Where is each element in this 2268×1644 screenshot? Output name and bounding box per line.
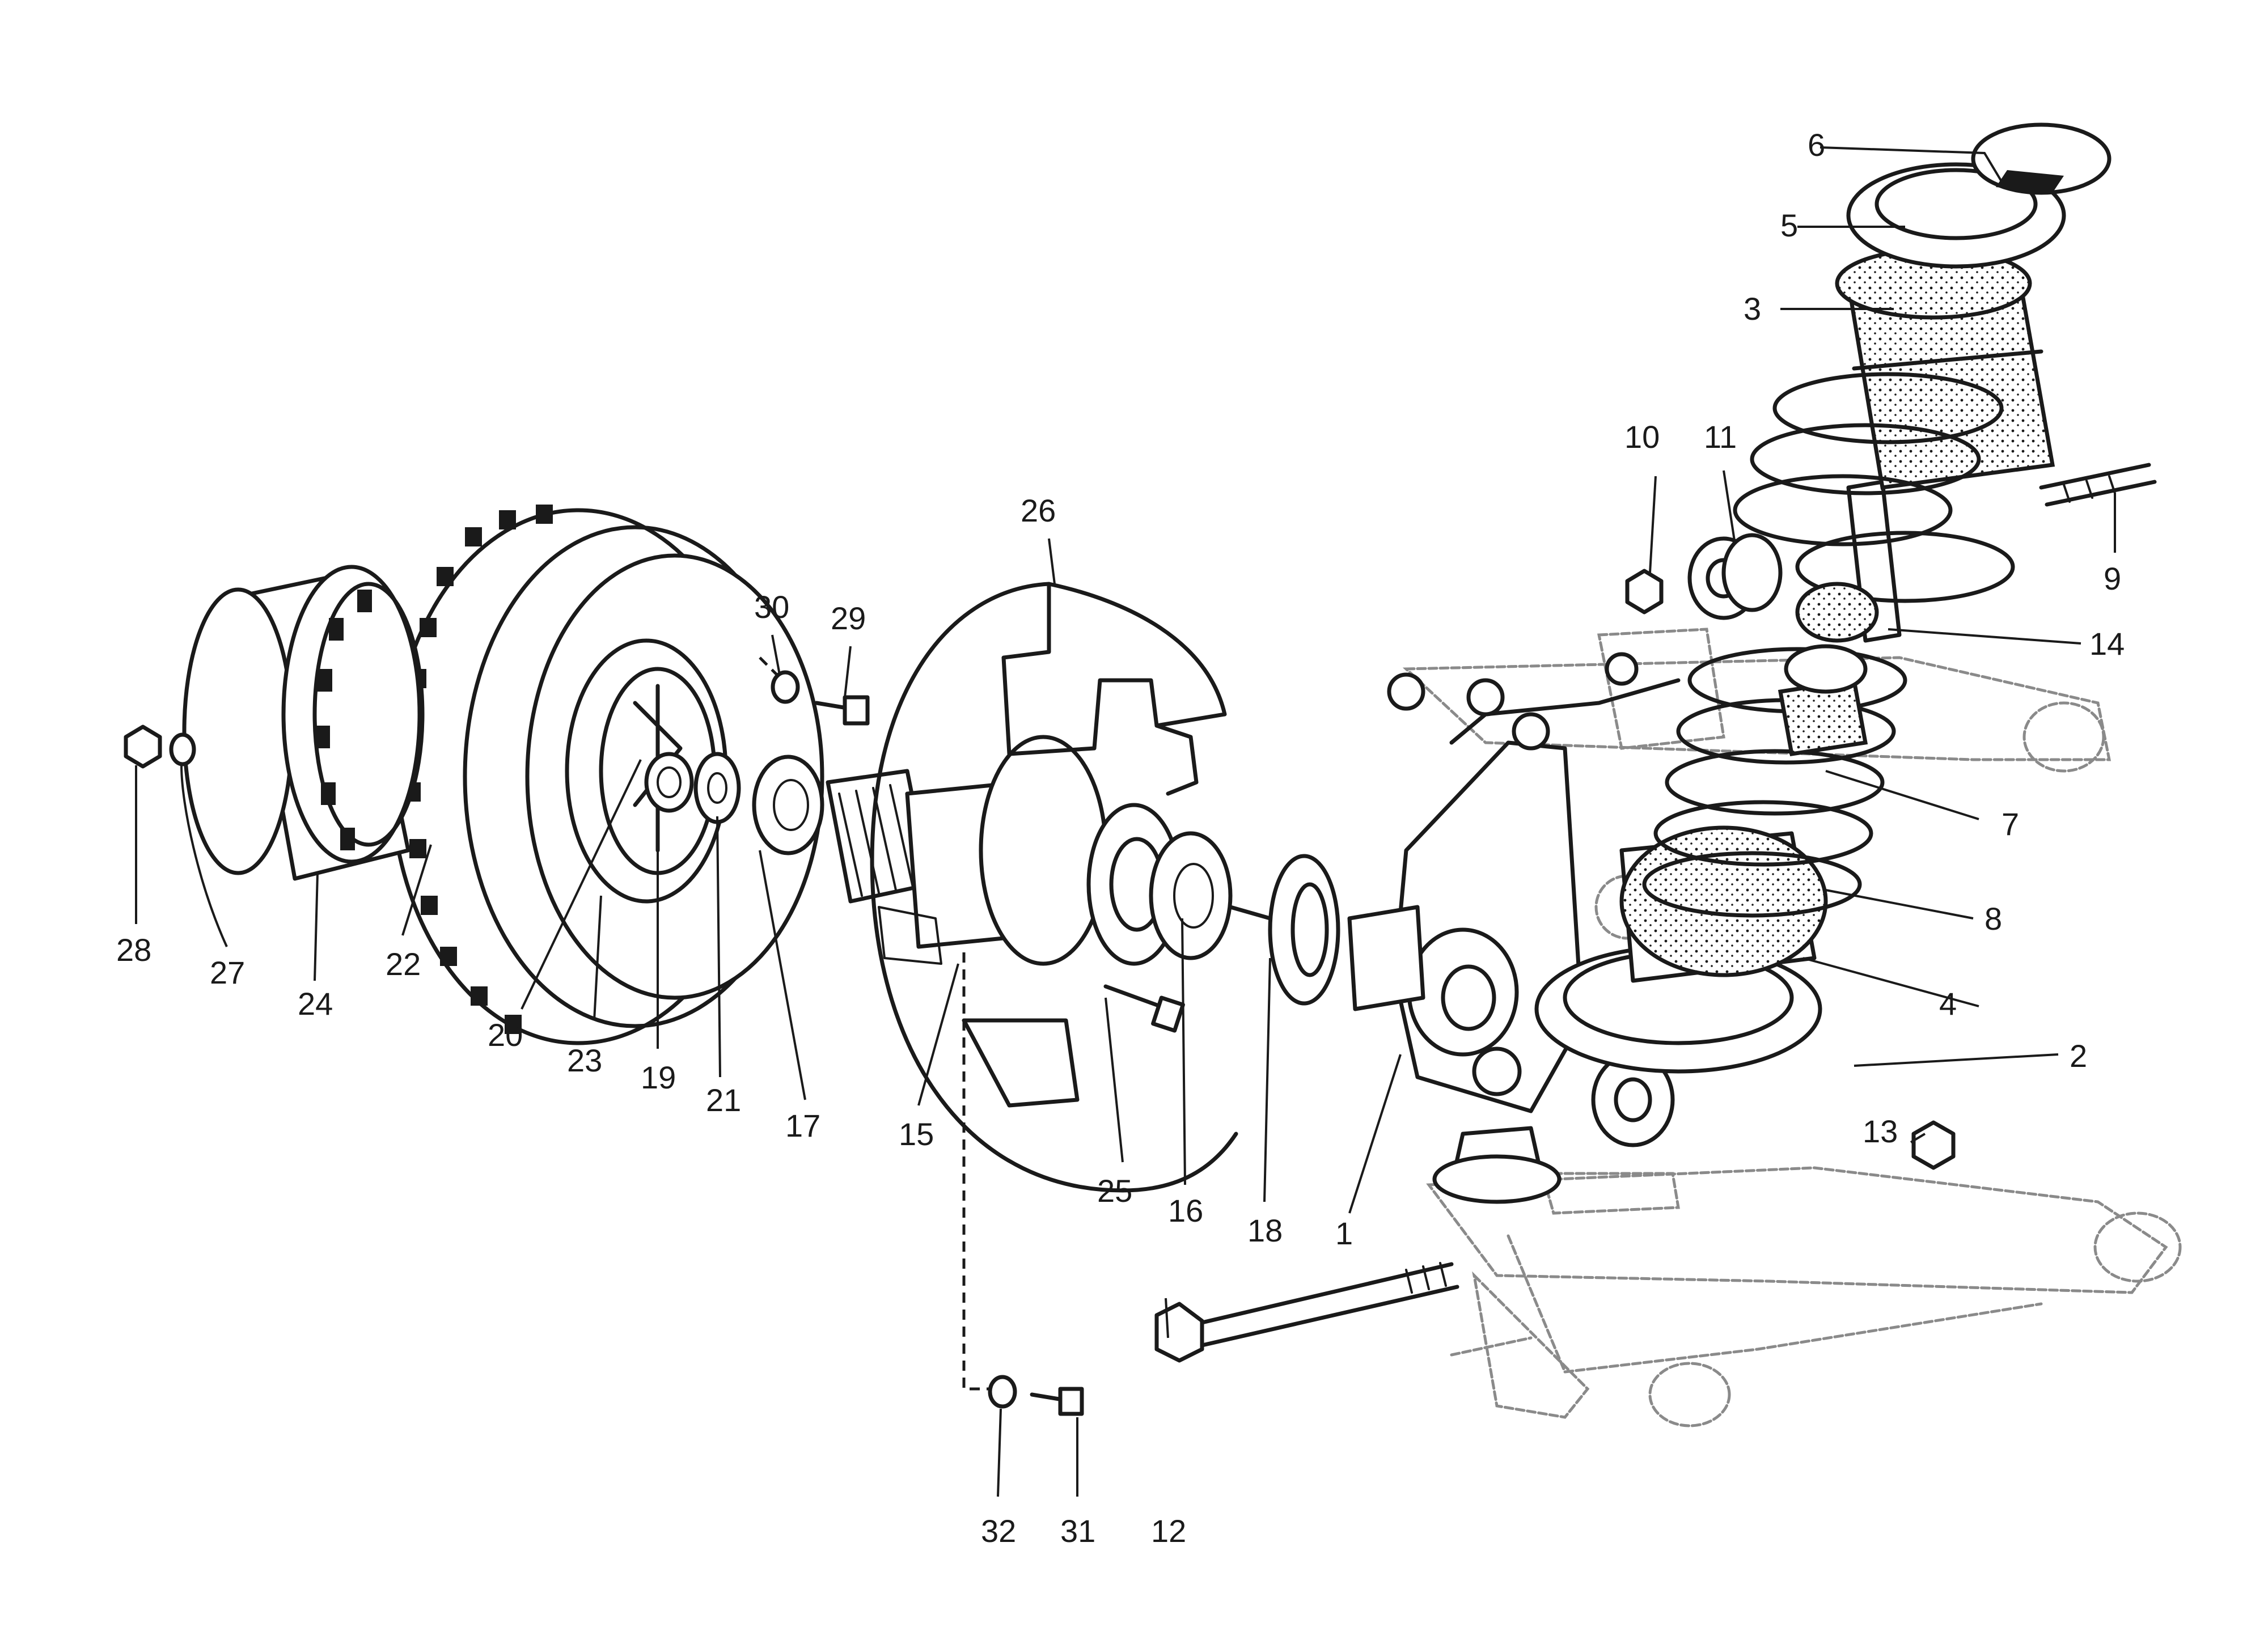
callout-5: 5 <box>1780 207 1798 243</box>
top-bushing <box>1795 582 1879 643</box>
callout-14: 14 <box>2089 626 2125 662</box>
lower-wishbone-ghost <box>1426 1166 2182 1427</box>
dust-shield <box>870 582 1238 1193</box>
upper-arm-bolts <box>1387 652 1639 751</box>
bolt-washer-top <box>771 670 800 704</box>
callout-2: 2 <box>2070 1038 2087 1074</box>
callout-labels: 1 2 3 4 5 6 7 8 9 10 11 12 13 14 15 16 1… <box>116 127 2125 1549</box>
caliper-bolt-bottom <box>1030 1387 1084 1416</box>
callout-15: 15 <box>899 1116 934 1152</box>
callout-19: 19 <box>641 1060 676 1095</box>
upper-shock-bush <box>1687 533 1783 620</box>
wheel-nut <box>124 724 162 769</box>
callout-17: 17 <box>785 1108 820 1143</box>
inner-bearing <box>1149 831 1272 960</box>
bump-stop <box>1778 644 1868 756</box>
callout-27: 27 <box>210 955 245 990</box>
top-cap <box>1971 122 2112 195</box>
callout-10: 10 <box>1624 419 1660 455</box>
caliper-bolt-top <box>814 695 870 726</box>
callout-3: 3 <box>1744 291 1761 327</box>
callout-20: 20 <box>488 1017 523 1053</box>
callout-28: 28 <box>116 932 151 968</box>
hub-bell <box>182 565 425 881</box>
callout-16: 16 <box>1168 1193 1203 1228</box>
callout-23: 23 <box>567 1043 602 1078</box>
hub-nut <box>644 752 694 813</box>
shock-top-nut <box>1625 569 1664 615</box>
callout-30: 30 <box>754 589 789 625</box>
stub-axle <box>826 735 1182 966</box>
lower-ball-joint <box>1432 1126 1562 1204</box>
callout-29: 29 <box>831 600 866 636</box>
shock-body <box>1619 825 1828 983</box>
callout-7: 7 <box>2002 806 2019 842</box>
callout-22: 22 <box>386 946 421 982</box>
callout-8: 8 <box>1984 901 2002 937</box>
wishbone-through-bolt <box>1154 1262 1459 1363</box>
bolt-washer-bottom <box>988 1375 1017 1409</box>
callout-9: 9 <box>2104 561 2121 596</box>
wheel-nut-washer <box>169 732 196 766</box>
callout-31: 31 <box>1060 1513 1095 1549</box>
upper-spring-coils <box>1733 372 2015 603</box>
callout-11: 11 <box>1704 419 1737 455</box>
lower-wishbone-nut <box>1911 1120 1956 1170</box>
leader-lines <box>135 146 2116 1497</box>
callout-25: 25 <box>1097 1173 1132 1209</box>
shield-bolt <box>1103 984 1185 1033</box>
oil-seal <box>1268 854 1340 1006</box>
callout-21: 21 <box>706 1082 741 1118</box>
coil-spring <box>1642 647 1907 918</box>
callout-1: 1 <box>1335 1215 1353 1251</box>
callout-32: 32 <box>981 1513 1016 1549</box>
mounting-stud <box>2039 463 2157 507</box>
thrust-washer <box>693 752 741 824</box>
upper-spring-cover <box>1835 247 2055 490</box>
callout-6: 6 <box>1808 127 1825 163</box>
callout-4: 4 <box>1939 986 1957 1022</box>
lower-shock-bush <box>1591 1052 1675 1147</box>
steering-knuckle <box>1347 678 1681 1113</box>
callout-12: 12 <box>1151 1513 1186 1549</box>
callout-26: 26 <box>1021 493 1056 528</box>
callout-24: 24 <box>298 986 333 1022</box>
callout-18: 18 <box>1247 1213 1283 1248</box>
callout-13: 13 <box>1863 1113 1898 1149</box>
outer-bearing <box>752 755 824 855</box>
